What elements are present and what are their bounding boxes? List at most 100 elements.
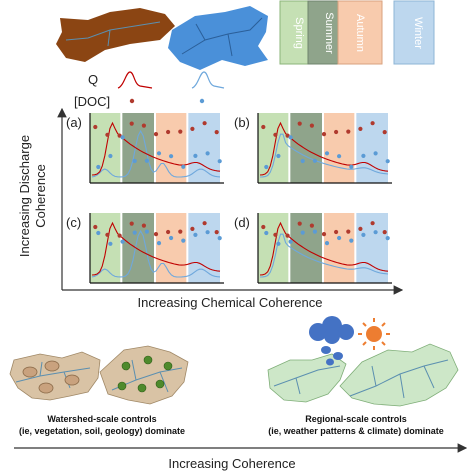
doc-blue-point — [361, 153, 366, 158]
doc-blue-point — [181, 164, 186, 169]
doc-blue-point — [276, 153, 281, 159]
season-band — [90, 213, 121, 283]
season-band — [258, 113, 289, 183]
doc-blue-point — [337, 154, 342, 159]
season-band — [122, 213, 154, 283]
doc-red-point — [105, 232, 110, 237]
top-watersheds — [56, 6, 268, 70]
doc-red-point — [190, 126, 195, 131]
doc-blue-point — [156, 151, 162, 156]
watershed-scale-illustration — [9, 345, 189, 405]
vegetation-icon — [143, 355, 153, 365]
q-blue-line — [259, 133, 389, 178]
rain-drop — [321, 346, 331, 354]
doc-label: [DOC] — [74, 94, 110, 109]
doc-blue-point — [193, 232, 198, 237]
left-caption-line1: Watershed-scale controls — [47, 414, 156, 424]
soil-patch — [22, 366, 38, 378]
doc-red-point — [202, 121, 207, 126]
tan-watershed-left — [9, 351, 101, 401]
season-band — [258, 213, 289, 283]
blue-watershed-streams — [181, 17, 263, 57]
doc-blue-point — [373, 151, 378, 156]
season-band — [290, 213, 322, 283]
q-blue-legend-line — [191, 71, 225, 89]
doc-red-point — [297, 221, 302, 226]
doc-blue-point — [217, 236, 222, 241]
doc-blue-point — [312, 229, 317, 234]
doc-red-point — [382, 130, 387, 135]
doc-blue-point — [205, 230, 210, 235]
brown-watershed-streams — [65, 21, 161, 47]
doc-blue-point — [169, 154, 174, 159]
rain-drops — [321, 346, 343, 366]
doc-red-point — [202, 221, 207, 226]
doc-red-point — [117, 233, 122, 238]
doc-blue-point — [108, 241, 113, 246]
doc-red-point — [166, 129, 171, 135]
doc-red-point — [93, 224, 98, 230]
doc-blue-point — [120, 239, 125, 244]
doc-red-point — [261, 124, 266, 130]
q-red-line — [259, 221, 389, 276]
vegetation-icons — [117, 355, 173, 393]
vegetation-icon — [163, 361, 173, 371]
autumn-label: Autumn — [354, 14, 366, 52]
right-caption-line1: Regional-scale controls — [305, 414, 407, 424]
rain-drop — [326, 358, 334, 366]
doc-blue-point — [132, 230, 137, 235]
vegetation-icon — [117, 381, 127, 391]
doc-blue-point — [300, 230, 305, 235]
doc-red-point — [214, 230, 219, 235]
doc-blue-point — [96, 164, 101, 170]
doc-blue-point — [349, 164, 354, 169]
cloud-puff — [338, 324, 354, 340]
season-band — [122, 113, 154, 183]
doc-red-point — [153, 232, 159, 237]
winter-box — [393, 0, 435, 65]
blue-watershed — [168, 6, 268, 70]
doc-red-point — [141, 223, 146, 228]
panel-label: (d) — [234, 215, 250, 230]
doc-red-point — [166, 229, 171, 235]
q-red-legend-line — [117, 71, 153, 89]
doc-blue-point — [385, 236, 390, 241]
doc-red-point — [273, 132, 278, 137]
doc-blue-point — [288, 239, 293, 244]
doc-blue-point — [181, 238, 186, 243]
axes: Increasing Discharge Coherence Increasin… — [17, 107, 404, 310]
doc-blue-point — [205, 151, 210, 156]
doc-red-point — [178, 129, 183, 134]
season-band — [324, 113, 355, 183]
doc-red-point — [93, 124, 98, 130]
q-blue-line — [91, 129, 221, 178]
panel: (d) — [234, 213, 392, 284]
q-label: Q — [88, 72, 98, 87]
doc-red-point — [141, 123, 146, 128]
doc-blue-point — [193, 153, 198, 158]
summer-label: Summer — [323, 12, 335, 54]
q-blue-line — [91, 229, 221, 278]
doc-blue-point — [169, 235, 174, 241]
panel-label: (b) — [234, 115, 250, 130]
doc-red-point — [285, 233, 290, 238]
doc-red-point — [153, 132, 159, 137]
doc-blue-legend-dot — [199, 98, 205, 104]
cloud-icon — [309, 316, 354, 344]
coherence-arrow-label: Increasing Coherence — [168, 456, 295, 471]
left-caption-line2: (ie, vegetation, soil, geology) dominate — [19, 426, 185, 436]
doc-red-point — [358, 126, 363, 131]
regional-scale-illustration — [267, 316, 459, 407]
doc-red-point — [129, 221, 134, 226]
y-axis-label-line2: Coherence — [33, 164, 48, 228]
sun-disc — [366, 326, 382, 342]
doc-blue-point — [349, 238, 354, 243]
green-watershed-left — [267, 353, 347, 403]
season-legend: Spring Summer Autumn Winter — [279, 0, 435, 65]
doc-red-point — [129, 121, 134, 126]
doc-red-point — [370, 221, 375, 226]
doc-red-point — [334, 129, 339, 135]
season-band — [90, 113, 121, 183]
panels: (a)(b)(c)(d) — [66, 113, 392, 284]
